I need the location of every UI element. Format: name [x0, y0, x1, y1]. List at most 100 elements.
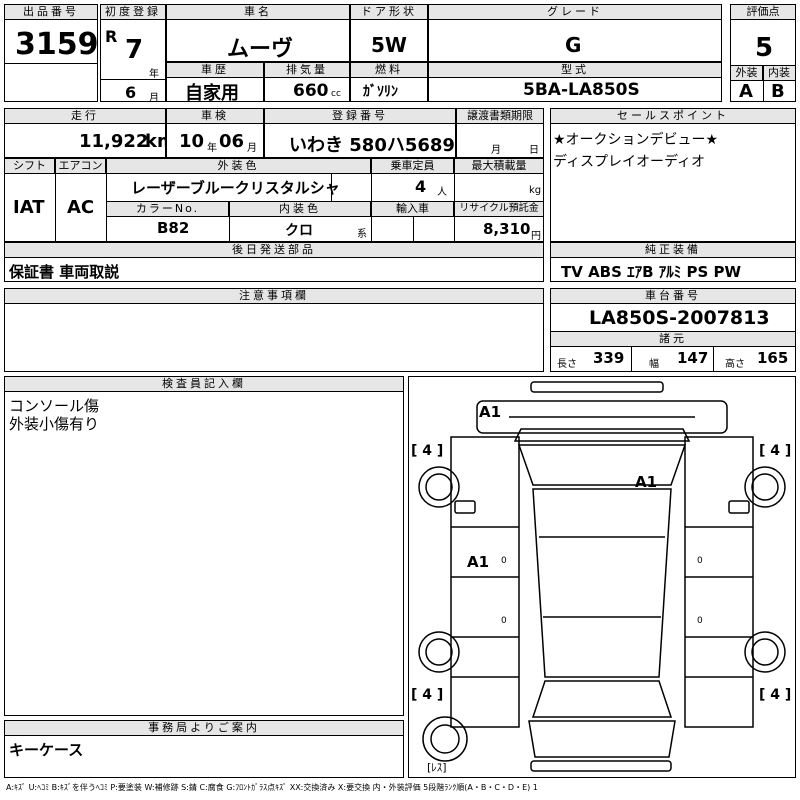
plate-label: 登録番号 [265, 109, 455, 124]
mileage-box: 走行 11,922 km [4, 108, 176, 158]
history-box: 車歴 自家用 [166, 62, 264, 104]
later-parts-box: 後日発送部品 保証書 車両取説 [4, 242, 544, 282]
notes-label: 注意事項欄 [5, 289, 543, 304]
office-box: 事務局よりご案内 キーケース [4, 720, 404, 778]
chassis-number: LA850S-2007813 [589, 307, 770, 329]
car-name: ムーヴ [227, 37, 294, 62]
reg-month: 6 [125, 83, 137, 102]
lot-number-box: 出品番号 3159 [4, 4, 99, 102]
insp-month-unit: 月 [247, 143, 257, 154]
first-registration-box: 初度登録 R 7 年 6 月 [100, 4, 166, 104]
model-box: 型式 5BA-LA850S [428, 62, 722, 102]
zero-mark: 0 [501, 556, 507, 566]
capacity: 4 [415, 177, 427, 196]
fuel-label: 燃料 [351, 63, 427, 78]
era: R [105, 27, 118, 46]
later-parts-label: 後日発送部品 [5, 243, 543, 258]
int-grade: B [771, 81, 785, 102]
damage-legend: A:ｷｽﾞ U:ﾍｺﾐ B:ｷｽﾞを伴うﾍｺﾐ P:要塗装 W:補修跡 S:錆 … [6, 783, 538, 792]
mileage-label: 走行 [5, 109, 165, 124]
zero-mark: 0 [501, 616, 507, 626]
zero-mark: 0 [697, 616, 703, 626]
ext-color-label: 外装色 [107, 159, 371, 174]
width-label: 幅 [649, 359, 659, 370]
office-text: キーケース [9, 741, 84, 759]
displacement: 660 [293, 81, 329, 101]
tire-rear-right: [ 4 ] [759, 687, 791, 703]
inspector-line-1: コンソール傷 [9, 397, 100, 415]
shift: IAT [13, 197, 45, 218]
load-unit: kg [529, 185, 542, 196]
score-box: 評価点 5 外装 内装 A B [730, 4, 796, 102]
length: 339 [593, 349, 625, 367]
damage-mark: A1 [467, 553, 489, 571]
ac: AC [67, 197, 95, 218]
grade-label: グレード [429, 5, 721, 20]
damage-mark: A1 [635, 473, 657, 491]
sales-point-box: セールスポイント ★オークションデビュー★ ディスプレイオーディオ [550, 108, 796, 242]
sales-line-2: ディスプレイオーディオ [553, 154, 706, 170]
car-name-box: 車名 ムーヴ [166, 4, 350, 62]
damage-mark: A1 [479, 403, 501, 421]
spec-label: 諸元 [551, 332, 795, 347]
door-box: ドア形状 5W [350, 4, 428, 62]
color-no: B82 [157, 219, 190, 237]
year-unit: 年 [149, 69, 159, 80]
capacity-label: 乗車定員 [372, 159, 454, 174]
lot-number: 3159 [15, 27, 99, 62]
sales-line-1: ★オークションデビュー★ [553, 132, 719, 148]
tire-front-right: [ 4 ] [759, 443, 791, 459]
capacity-unit: 人 [437, 187, 447, 198]
height-label: 高さ [725, 359, 745, 370]
grade: G [565, 33, 582, 57]
reg-year: 7 [125, 35, 144, 65]
int-color-label: 内装色 [230, 202, 371, 217]
height: 165 [757, 349, 789, 367]
grade-box: グレード G [428, 4, 722, 62]
plate: いわき 580ハ5689 [289, 135, 455, 156]
int-label: 内装 [763, 66, 795, 81]
spec-block: シフト IAT エアコン AC 外装色 レーザーブルークリスタルシャ 乗車定員 … [4, 158, 544, 242]
ext-label: 外装 [731, 66, 763, 81]
recycle-label: リサイクル預託金 [455, 202, 543, 217]
ext-grade: A [739, 81, 753, 102]
ext-color: レーザーブルークリスタルシャ [131, 179, 340, 197]
tire-rear-left: [ 4 ] [411, 687, 443, 703]
displacement-label: 排気量 [265, 63, 349, 78]
lot-number-label: 出品番号 [5, 5, 97, 20]
mileage: 11,922 [79, 131, 149, 152]
insp-month: 06 [219, 131, 245, 152]
chassis-box: 車台番号 LA850S-2007813 諸元 長さ 339 幅 147 高さ 1… [550, 288, 796, 372]
spare-tire: [ﾚｽ] [427, 761, 447, 774]
equipment-box: 純正装備 TV ABS ｴｱB ｱﾙﾐ PS PW [550, 242, 796, 282]
equipment: TV ABS ｴｱB ｱﾙﾐ PS PW [561, 263, 742, 281]
inspector-line-2: 外装小傷有り [9, 415, 100, 433]
import-label: 輸入車 [372, 202, 454, 217]
insp-year-unit: 年 [207, 143, 217, 154]
inspection-label: 車検 [167, 109, 263, 124]
recycle-unit: 円 [531, 231, 541, 242]
transfer-box: 譲渡書類期限 月 日 [456, 108, 544, 158]
score: 5 [755, 33, 774, 63]
office-label: 事務局よりご案内 [5, 721, 403, 736]
inspection-box: 車検 10 年 06 月 [166, 108, 264, 158]
transfer-label: 譲渡書類期限 [457, 109, 543, 124]
car-diagram: A1 A1 A1 [ 4 ] [ 4 ] [ 4 ] [ 4 ] [ﾚｽ] 0 … [408, 376, 796, 778]
history-label: 車歴 [167, 63, 263, 78]
color-no-label: カラーNo. [107, 202, 229, 217]
notes-box: 注意事項欄 [4, 288, 544, 372]
tire-front-left: [ 4 ] [411, 443, 443, 459]
chassis-label: 車台番号 [551, 289, 795, 304]
later-parts: 保証書 車両取説 [9, 263, 120, 281]
length-label: 長さ [557, 359, 577, 370]
inspector-box: 検査員記入欄 コンソール傷 外装小傷有り [4, 376, 404, 716]
model-label: 型式 [429, 63, 721, 78]
plate-box: 登録番号 いわき 580ハ5689 [264, 108, 456, 158]
recycle: 8,310 [483, 220, 531, 238]
score-label: 評価点 [731, 5, 795, 20]
transfer-day-unit: 日 [529, 145, 539, 156]
inspector-label: 検査員記入欄 [5, 377, 403, 392]
ac-label: エアコン [56, 159, 106, 174]
width: 147 [677, 349, 709, 367]
sales-point-label: セールスポイント [551, 109, 795, 124]
